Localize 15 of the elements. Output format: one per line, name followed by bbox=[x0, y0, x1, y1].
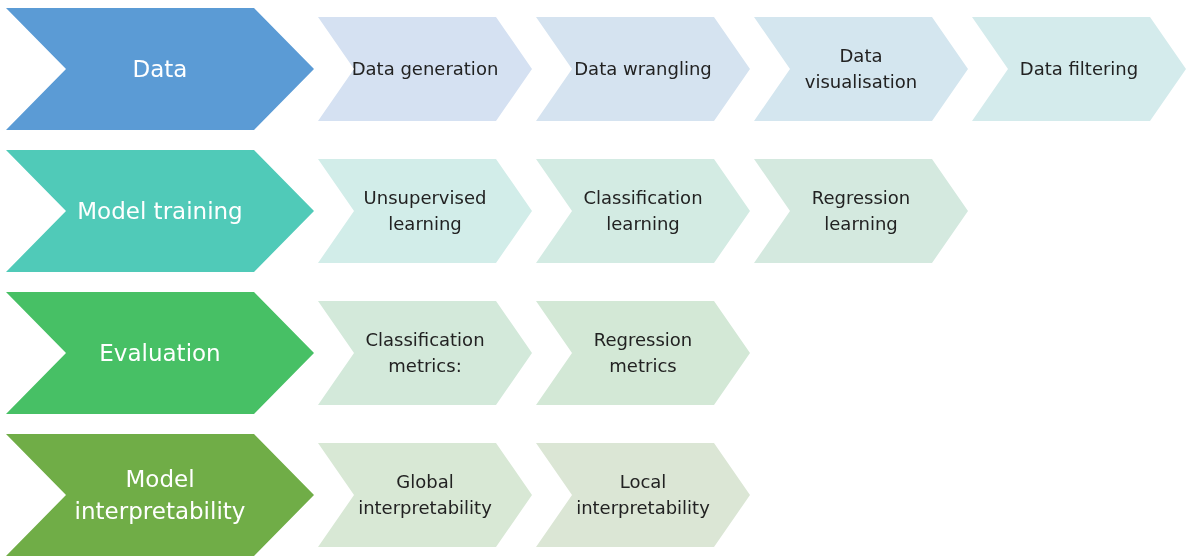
step-label: Classification metrics: bbox=[364, 328, 486, 378]
step-label: Regression metrics bbox=[592, 328, 694, 378]
step-label: Data visualisation bbox=[803, 44, 919, 94]
step-label: Unsupervised learning bbox=[362, 186, 488, 236]
step-label: Regression learning bbox=[810, 186, 912, 236]
step-label: Local interpretability bbox=[575, 470, 711, 520]
step-label: Data wrangling bbox=[574, 57, 712, 81]
step-label: Data filtering bbox=[1019, 57, 1139, 81]
stage-title: Evaluation bbox=[99, 339, 221, 368]
stage-title: Data bbox=[132, 55, 188, 84]
step-label: Data generation bbox=[351, 57, 499, 81]
step-label: Classification learning bbox=[582, 186, 704, 236]
step-label: Global interpretability bbox=[357, 470, 493, 520]
stage-title: Model interpretability bbox=[73, 465, 247, 526]
stage-title: Model training bbox=[77, 197, 243, 226]
